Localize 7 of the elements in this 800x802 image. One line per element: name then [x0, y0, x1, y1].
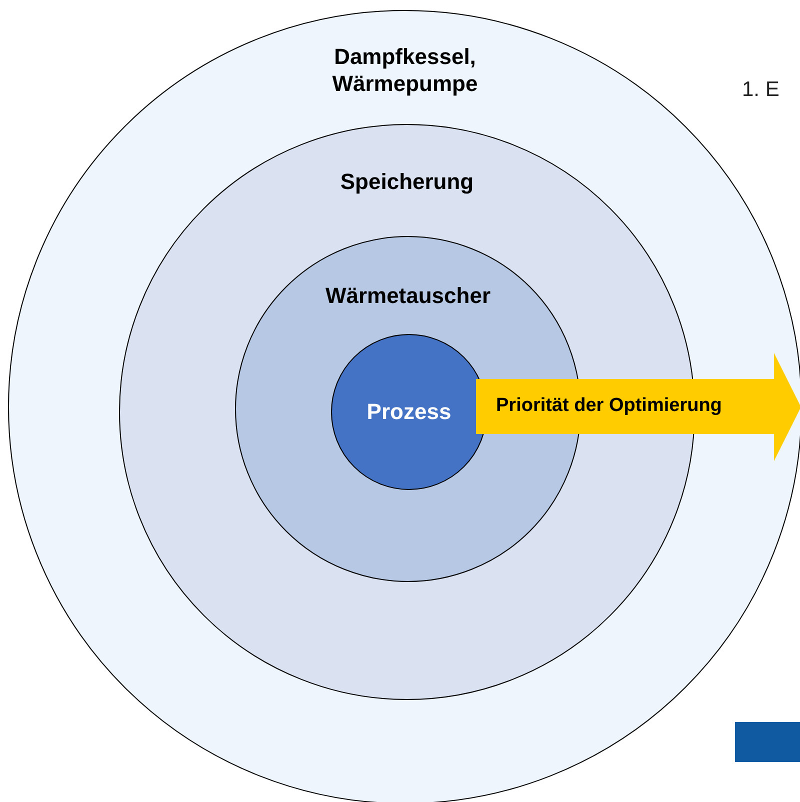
arrow-label: Priorität der Optimierung: [496, 394, 722, 418]
block-arrow: [476, 353, 800, 461]
ring-label: Prozess: [366, 398, 452, 425]
ring-label: Wärmetauscher: [324, 282, 492, 309]
list-item-text: 1. E: [742, 77, 780, 103]
ring-label: Speicherung: [339, 168, 475, 195]
ring-label: Dampfkessel, Wärmepumpe: [331, 43, 479, 97]
